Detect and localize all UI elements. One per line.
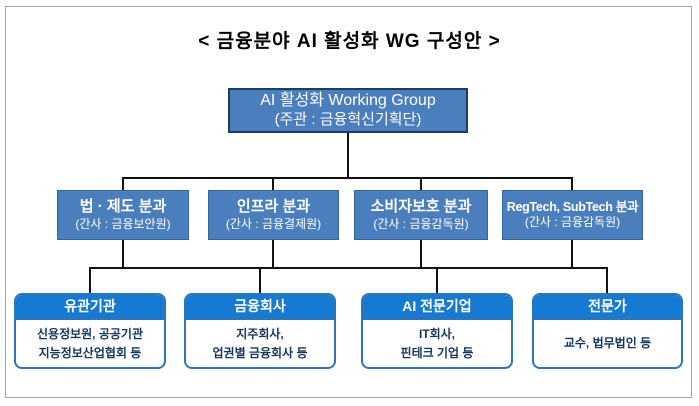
branch-name: RegTech, SubTech 분과 (506, 200, 639, 215)
card-experts: 전문가 교수, 법무법인 등 (532, 293, 683, 369)
card-related-institutions: 유관기관 신용정보원, 공공기관 지능정보산업협회 등 (14, 293, 166, 369)
branch-secretary: (간사 : 금융결제원) (225, 216, 322, 231)
card-financial-companies: 금융회사 지주회사, 업권별 금융회사 등 (184, 293, 336, 369)
card-body: 교수, 법무법인 등 (563, 336, 652, 351)
connector-stub-branch-4 (571, 240, 573, 267)
node-branch-infra: 인프라 분과 (간사 : 금융결제원) (208, 190, 339, 240)
working-group-title: AI 활성화 Working Group (260, 92, 436, 110)
card-body: 신용정보원, 공공기관 지능정보산업협회 등 (36, 326, 144, 360)
connector-stub-branch-3 (420, 240, 422, 267)
card-header: AI 전문기업 (363, 295, 511, 320)
connector-drop-group-2 (259, 267, 261, 293)
card-body: IT회사, 핀테크 기업 등 (400, 326, 474, 360)
branch-secretary: (간사 : 금융보안원) (75, 216, 171, 231)
branch-secretary: (간사 : 금융감독원) (373, 216, 469, 231)
connector-bus-level1 (122, 177, 573, 179)
branch-name: 소비자보호 분과 (370, 198, 472, 216)
connector-drop-group-4 (606, 267, 608, 293)
branch-name: 인프라 분과 (236, 198, 311, 216)
node-working-group: AI 활성화 Working Group (주관 : 금융혁신기획단) (228, 88, 468, 133)
card-body: 지주회사, 업권별 금융회사 등 (212, 326, 308, 360)
connector-root-stub (347, 133, 349, 177)
card-header: 유관기관 (16, 295, 164, 320)
branch-name: 법 · 제도 분과 (79, 198, 167, 216)
connector-drop-branch-2 (272, 177, 274, 190)
card-ai-companies: AI 전문기업 IT회사, 핀테크 기업 등 (361, 293, 513, 369)
node-branch-law: 법 · 제도 분과 (간사 : 금융보안원) (57, 190, 189, 240)
connector-stub-branch-2 (272, 240, 274, 267)
branch-secretary: (간사 : 금융감독원) (524, 215, 621, 230)
connector-drop-group-1 (89, 267, 91, 293)
connector-stub-branch-1 (122, 240, 124, 267)
working-group-host: (주관 : 금융혁신기획단) (274, 111, 422, 129)
connector-drop-branch-3 (420, 177, 422, 190)
card-header: 금융회사 (186, 295, 334, 320)
node-branch-regtech-subtech: RegTech, SubTech 분과 (간사 : 금융감독원) (502, 190, 643, 240)
card-header: 전문가 (534, 295, 681, 320)
connector-drop-branch-1 (122, 177, 124, 190)
connector-drop-group-3 (436, 267, 438, 293)
connector-drop-branch-4 (571, 177, 573, 190)
node-branch-consumer-protection: 소비자보호 분과 (간사 : 금융감독원) (354, 190, 488, 240)
connector-bus-level2 (89, 267, 608, 269)
chart-title: < 금융분야 AI 활성화 WG 구성안 > (198, 31, 501, 52)
